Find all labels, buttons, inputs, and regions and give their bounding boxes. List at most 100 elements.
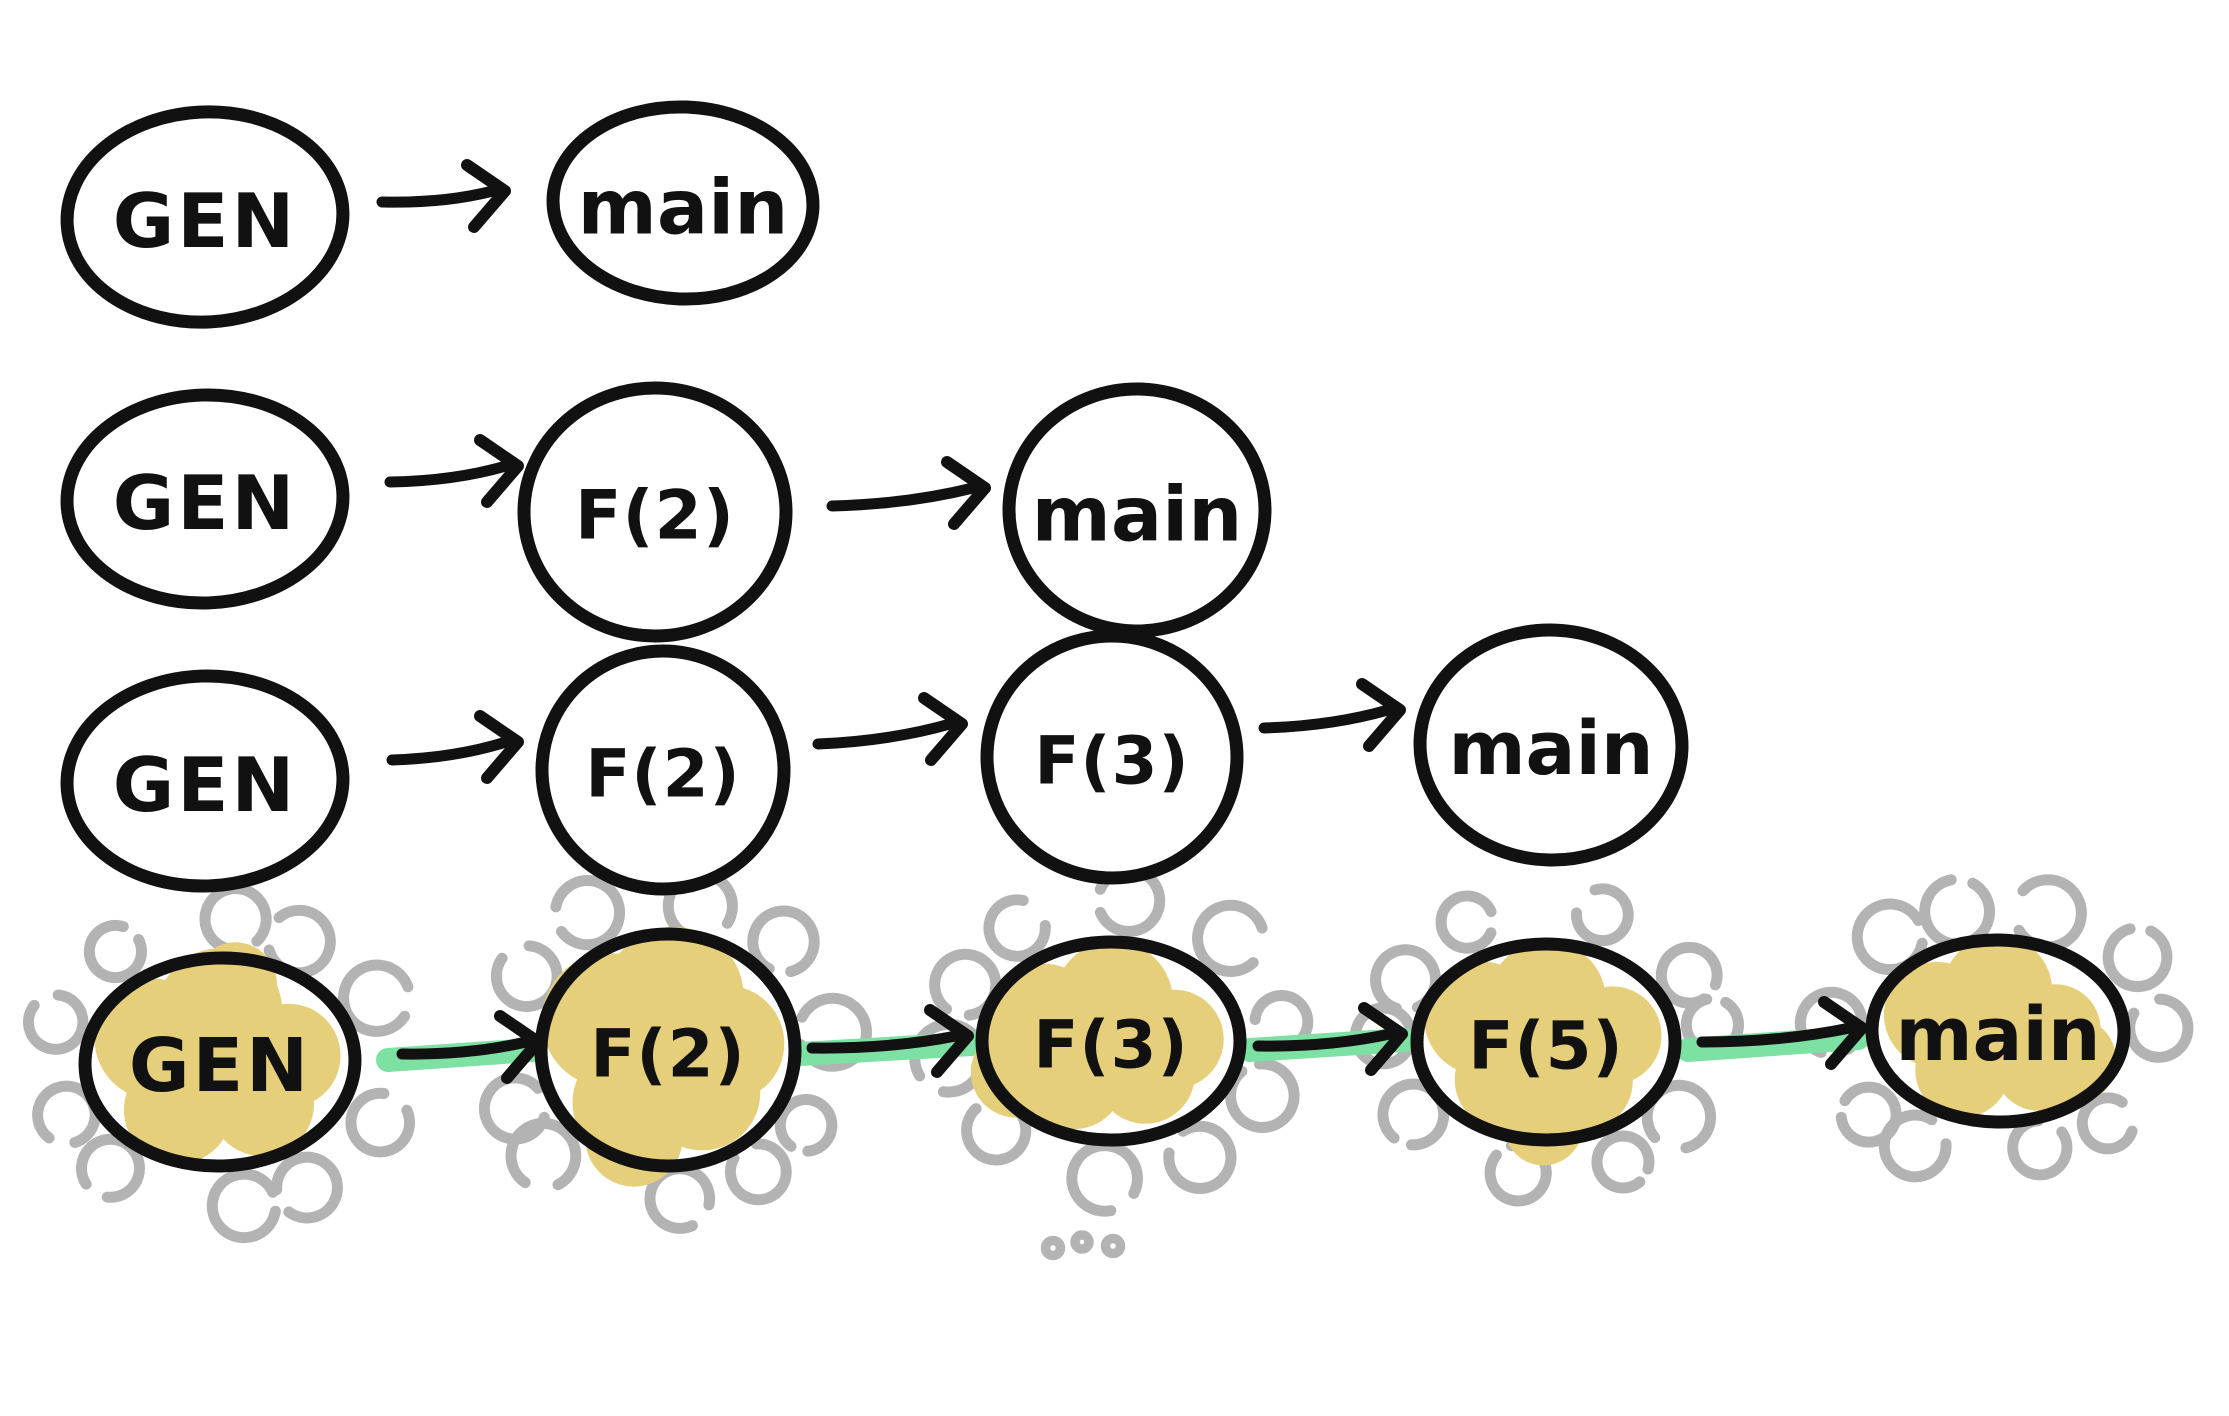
- arrow-head-icon: [1358, 1002, 1408, 1076]
- node-ellipse: [78, 951, 362, 1173]
- node-label: main: [578, 163, 789, 252]
- arrow-head-icon: [918, 692, 968, 766]
- arrow-head-icon: [1818, 996, 1868, 1070]
- node-row3-f2: F(2): [535, 644, 791, 896]
- petal-arc: [1163, 1120, 1237, 1194]
- marker-blob-circle: [970, 1026, 1062, 1118]
- petal-arc: [1192, 899, 1268, 977]
- node-row3-gen: GEN: [60, 669, 350, 893]
- arrow-head-icon: [461, 159, 511, 233]
- petal-arc: [505, 1117, 582, 1191]
- node-ellipse: [546, 100, 820, 306]
- node-row1-gen: GEN: [60, 105, 350, 329]
- highlight-blob: [1424, 941, 1662, 1166]
- petal-arc: [199, 883, 272, 955]
- node-label: F(2): [585, 736, 740, 813]
- ellipsis-dot: [1040, 1235, 1066, 1261]
- node-ellipse: [1410, 937, 1682, 1147]
- petal-arc: [1066, 1140, 1143, 1217]
- node-row2-f2: F(2): [517, 381, 793, 643]
- flow-arrow: [396, 1010, 544, 1084]
- node-row3-f3: F(3): [980, 629, 1244, 885]
- petal-arc: [1591, 1130, 1655, 1194]
- arrow-head-icon: [494, 1010, 544, 1084]
- highlight-blob: [1883, 935, 2117, 1118]
- arrow-shaft: [812, 718, 956, 750]
- arrow-head-icon: [924, 1004, 974, 1078]
- node-ellipse: [1865, 933, 2131, 1129]
- petal-arc: [206, 1168, 281, 1244]
- arrow-shaft: [1252, 1028, 1396, 1052]
- petal-arc: [1878, 1109, 1952, 1183]
- node-ellipse: [60, 388, 350, 610]
- petal-arc: [2076, 1092, 2138, 1155]
- marker-blob-circle: [1480, 983, 1611, 1113]
- arrow-shaft: [826, 482, 979, 512]
- node-row4-f3: F(3): [970, 935, 1247, 1147]
- arrow-shaft: [384, 460, 512, 488]
- node-label: GEN: [113, 177, 298, 265]
- flow-arrow: [1696, 996, 1868, 1070]
- petal-arc: [747, 905, 820, 977]
- petal-arc: [2124, 993, 2194, 1063]
- ellipsis-dot: [1070, 1230, 1094, 1254]
- marker-blob-circle: [148, 1000, 286, 1138]
- arrow-head-icon: [1356, 678, 1406, 752]
- arrow-shaft: [1696, 1022, 1856, 1048]
- node-row4-f2: F(2): [534, 926, 802, 1187]
- node-ellipse: [534, 927, 802, 1173]
- flow-arrow: [1258, 678, 1406, 752]
- node-label: F(2): [590, 1016, 745, 1093]
- diagram-row-4-highlighted: GEN F(2) F(3) F(5) main: [78, 926, 2131, 1187]
- node-label: main: [1448, 706, 1653, 792]
- node-label: F(3): [1033, 1007, 1188, 1084]
- node-row1-main: main: [546, 100, 820, 306]
- diagram-row-1: GEN main: [60, 100, 820, 329]
- petal-arc: [83, 919, 147, 984]
- petal-arc: [1641, 1079, 1717, 1154]
- arrow-shaft: [386, 736, 512, 766]
- petal-arc: [2007, 1115, 2073, 1181]
- arrow-shaft: [1258, 704, 1394, 734]
- node-label: GEN: [129, 1023, 311, 1109]
- petal-arc: [724, 1138, 792, 1206]
- node-ellipse: [980, 629, 1244, 885]
- flow-arrow: [376, 159, 511, 233]
- node-ellipse: [1413, 623, 1689, 867]
- flow-arrow: [384, 434, 524, 508]
- node-label: GEN: [113, 459, 298, 547]
- ellipsis-dot: [1100, 1233, 1126, 1259]
- petal-arc: [1225, 1058, 1300, 1133]
- petal-arc: [1435, 890, 1497, 954]
- flow-arrow: [1252, 1002, 1408, 1076]
- node-row4-main: main: [1865, 933, 2131, 1129]
- arrow-shaft: [396, 1036, 532, 1060]
- petal-arc: [345, 1087, 416, 1158]
- petal-arc: [1570, 883, 1634, 947]
- petal-arc: [23, 989, 89, 1055]
- flow-arrow: [812, 692, 968, 766]
- node-ellipse: [60, 105, 350, 329]
- highlight-blob: [970, 941, 1224, 1130]
- node-row4-gen: GEN: [78, 942, 362, 1173]
- arrow-head-icon: [474, 434, 524, 508]
- node-label: main: [1895, 992, 2100, 1078]
- arrow-head-icon: [474, 710, 524, 784]
- petal-arc: [774, 1094, 838, 1157]
- petal-arc: [550, 875, 626, 951]
- petal-arc: [1835, 1081, 1902, 1148]
- petal-arc: [338, 959, 414, 1037]
- node-ellipse: [517, 381, 793, 643]
- marker-blob-circle: [1050, 972, 1181, 1104]
- node-label: GEN: [113, 741, 298, 829]
- node-ellipse: [60, 669, 350, 893]
- node-label: main: [1032, 470, 1243, 559]
- highlight-blob: [94, 942, 341, 1164]
- diagram-row-2: GEN F(2) main: [60, 381, 1272, 643]
- node-label: F(5): [1468, 1008, 1623, 1085]
- node-ellipse: [535, 644, 791, 896]
- node-label: F(3): [1034, 723, 1189, 800]
- petal-arc: [478, 1072, 550, 1145]
- node-ellipse: [1002, 382, 1272, 638]
